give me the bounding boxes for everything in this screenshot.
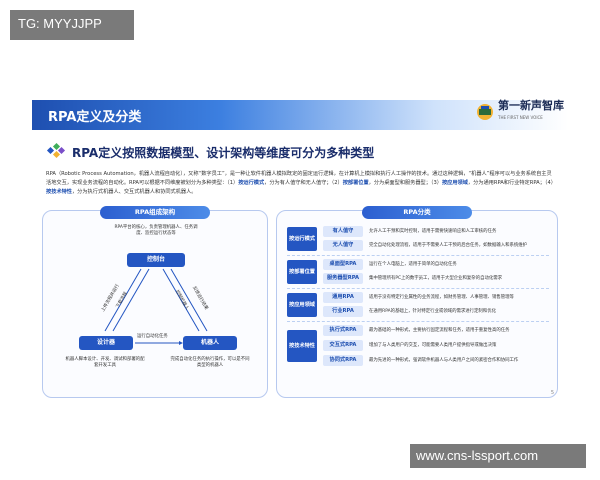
desc-highlight-1: 按运行模式 bbox=[238, 180, 265, 186]
page-number: 5 bbox=[550, 390, 554, 396]
item-name: 执行式RPA bbox=[323, 325, 363, 336]
desc-highlight-3: 按应用领域 bbox=[441, 180, 468, 186]
cube-cluster-icon bbox=[46, 142, 66, 159]
item-name: 无人值守 bbox=[323, 240, 363, 251]
classification-panel-title: RPA分类 bbox=[362, 206, 472, 219]
divider bbox=[287, 321, 549, 322]
item-name: 桌面型RPA bbox=[323, 259, 363, 270]
classification-panel: RPA分类 按运行模式 有人值守 允许人工干预和实时控制，适用于需要快速响应和人… bbox=[276, 206, 558, 398]
item-name: 有人值守 bbox=[323, 226, 363, 237]
desc-highlight-2: 按部署位置 bbox=[342, 180, 369, 186]
slide: RPA定义及分类 第一新声智库 THE FIRST NEW VOICE RPA定义… bbox=[32, 92, 568, 404]
brand-subtitle: THE FIRST NEW VOICE bbox=[498, 115, 543, 120]
designer-node: 设计器 bbox=[79, 336, 133, 350]
item-name: 交互式RPA bbox=[323, 340, 363, 351]
site-watermark: www.cns-lssport.com bbox=[410, 444, 586, 468]
item-name: 服务器型RPA bbox=[323, 273, 363, 284]
group-deploy-location: 按部署位置 桌面型RPA 运行在个人电脑上，适用于简单的自动化任务 服务器型RP… bbox=[287, 258, 549, 286]
group-label: 按应用领域 bbox=[287, 293, 317, 317]
group-label: 按技术特性 bbox=[287, 330, 317, 362]
architecture-arrows bbox=[104, 268, 208, 345]
item-desc: 最为基础的一种形式，主要执行固定流程和任务，适用于重复性高的任务 bbox=[369, 328, 510, 333]
desc-highlight-4: 按技术特性 bbox=[46, 189, 72, 195]
brand-logo-icon bbox=[477, 104, 493, 120]
item-name: 协同式RPA bbox=[323, 355, 363, 366]
item-desc: 最为先进的一种形式，强调软件机器人与人类用户之间的紧密合作和协同工作 bbox=[369, 358, 519, 363]
item-desc: 适用于没有特定行业属性的业务流程，如财务管理、人事管理、销售管理等 bbox=[369, 295, 514, 300]
desc-text-2: “机器人”程序可以与业务系统自主灵活地交互，实现业务流程的自动化。RPA可以根据… bbox=[46, 171, 552, 186]
item-desc: 允许人工干预和实时控制，适用于需要快速响应和人工审核的任务 bbox=[369, 229, 497, 234]
console-note: RPA平台的核心，负责管理机器人、任务调度、监控运行状态等 bbox=[114, 225, 198, 236]
architecture-panel-title: RPA组成架构 bbox=[100, 206, 210, 219]
slide-title: RPA定义及分类 bbox=[48, 110, 142, 125]
divider bbox=[287, 288, 549, 289]
divider bbox=[287, 255, 549, 256]
desc-text-5: ，分为通用RPA和行业特定RPA；（4） bbox=[467, 180, 556, 186]
edge-run-label: 运行自动化任务 bbox=[137, 334, 168, 339]
item-name: 行业RPA bbox=[323, 306, 363, 317]
architecture-panel: RPA组成架构 RPA平台的核心，负责管理机器人、任务调度、监控运行状态等 控制… bbox=[42, 206, 268, 398]
designer-note: 机器人脚本设计、开发、调试和部署的配套开发工具 bbox=[65, 357, 145, 368]
brand-name: 第一新声智库 bbox=[498, 99, 564, 112]
console-node: 控制台 bbox=[127, 253, 185, 267]
brand-logo: 第一新声智库 THE FIRST NEW VOICE bbox=[475, 100, 564, 124]
desc-text-3: ，分为有人值守和无人值守；（2） bbox=[264, 180, 343, 186]
group-tech-feature: 按技术特性 执行式RPA 最为基础的一种形式，主要执行固定流程和任务，适用于重复… bbox=[287, 324, 549, 368]
section-subtitle: RPA定义按照数据模型、设计架构等维度可分为多种类型 bbox=[72, 145, 375, 160]
group-label: 按部署位置 bbox=[287, 260, 317, 284]
item-desc: 运行在个人电脑上，适用于简单的自动化任务 bbox=[369, 262, 457, 267]
desc-text-4: ，分为桌面型和服务器型；（3） bbox=[368, 180, 442, 186]
item-name: 通用RPA bbox=[323, 292, 363, 303]
subtitle-row: RPA定义按照数据模型、设计架构等维度可分为多种类型 bbox=[46, 142, 374, 162]
robot-node: 机器人 bbox=[183, 336, 237, 350]
robot-note: 完成自动化任务的执行操作，可以是不同类型的机器人 bbox=[170, 357, 250, 368]
desc-text-1: RPA（Robotic Process Automation，机器人流程自动化）… bbox=[46, 171, 469, 177]
description-paragraph: RPA（Robotic Process Automation，机器人流程自动化）… bbox=[46, 170, 556, 197]
item-desc: 增加了与人类用户的交互，可能需要人类用户提供指导或做出决策 bbox=[369, 343, 497, 348]
item-desc: 完全自动化处理流程，适用于不需要人工干预的后台任务，如数据输入和系统维护 bbox=[369, 243, 528, 248]
item-desc: 在通用RPA的基础上，针对特定行业或领域的需求进行定制和优化 bbox=[369, 309, 496, 314]
group-label: 按运行模式 bbox=[287, 227, 317, 251]
desc-text-6: ，分为执行式机器人、交互式机器人和协同式机器人。 bbox=[71, 189, 197, 195]
item-desc: 集中管理所有PC上的数字员工，适用于大型企业和复杂的自动化需求 bbox=[369, 276, 503, 281]
group-run-mode: 按运行模式 有人值守 允许人工干预和实时控制，适用于需要快速响应和人工审核的任务… bbox=[287, 225, 549, 253]
group-application-field: 按应用领域 通用RPA 适用于没有特定行业属性的业务流程，如财务管理、人事管理、… bbox=[287, 291, 549, 319]
tg-badge: TG: MYYJJPP bbox=[10, 10, 134, 40]
